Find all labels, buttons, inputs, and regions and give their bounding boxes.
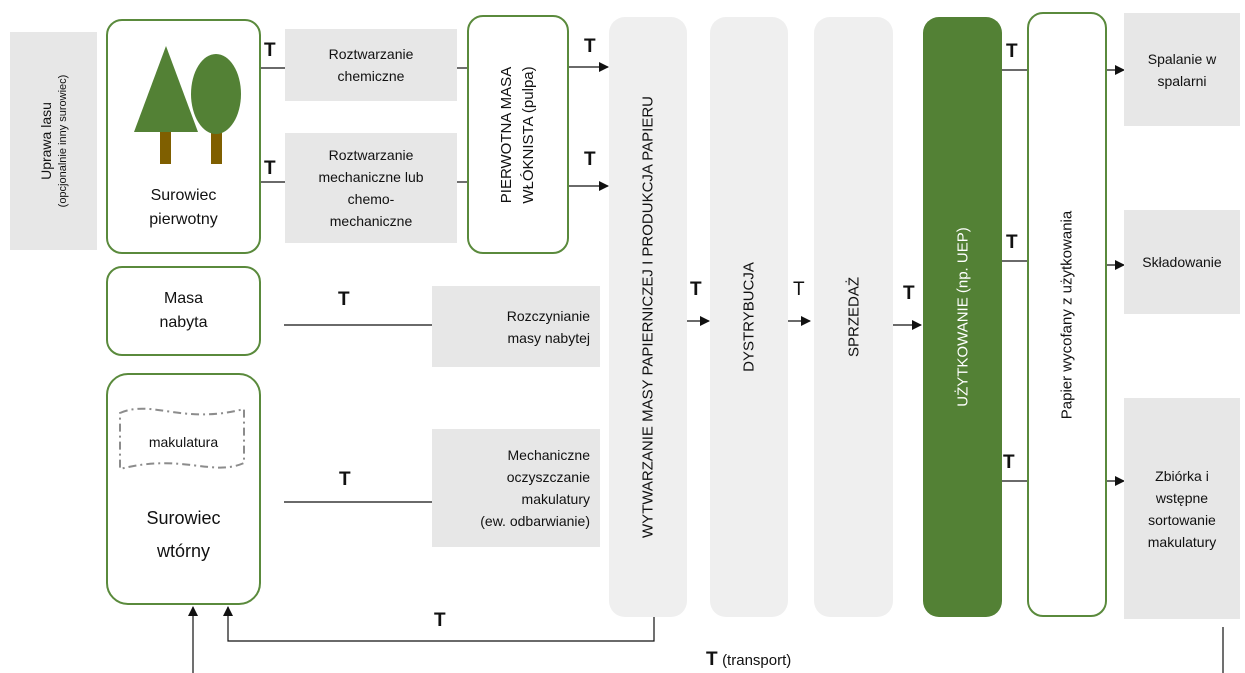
- production-label: WYTWARZANIE MASY PAPIERNICZEJ I PRODUKCJ…: [639, 95, 657, 539]
- virgin-pulp-box: PIERWOTNA MASA WŁÓKNISTA (pulpa): [467, 15, 569, 254]
- trees-icon: [134, 46, 241, 164]
- transport-marker: T: [1006, 41, 1018, 62]
- mechanical-pulping-box: Roztwarzanie mechaniczne lub chemo- mech…: [285, 133, 457, 243]
- secondary-material-box: makulatura Surowiec wtórny: [106, 373, 261, 605]
- transport-legend: T (transport): [706, 649, 791, 671]
- mechanical-pulping-line1: Roztwarzanie: [328, 147, 414, 163]
- secondary-material-line1: Surowiec: [146, 508, 221, 528]
- transport-marker: T: [1006, 232, 1018, 253]
- use-column: UŻYTKOWANIE (np. UEP): [923, 17, 1002, 617]
- forest-cultivation-label: Uprawa lasu: [37, 102, 54, 180]
- collection-line3: sortowanie: [1148, 511, 1216, 528]
- collection-line4: makulatury: [1147, 533, 1217, 550]
- chemical-pulping-line1: Roztwarzanie: [328, 46, 414, 62]
- dissolving-line2: masy nabytej: [507, 329, 590, 346]
- cleaning-line2: oczyszczanie: [506, 469, 590, 485]
- secondary-material-line2: wtórny: [156, 541, 210, 561]
- landfill-box: Składowanie: [1124, 210, 1240, 314]
- cleaning-line3: makulatury: [521, 491, 590, 507]
- landfill-line1: Składowanie: [1142, 254, 1222, 270]
- collection-line1: Zbiórka i: [1155, 467, 1209, 484]
- collection-line2: wstępne: [1155, 489, 1209, 506]
- incineration-line1: Spalanie w: [1147, 50, 1217, 67]
- primary-material-line2: pierwotny: [149, 211, 218, 228]
- return-loop-from-production: [223, 606, 655, 642]
- production-column: WYTWARZANIE MASY PAPIERNICZEJ I PRODUKCJ…: [609, 17, 687, 617]
- transport-marker: T: [434, 610, 446, 631]
- withdrawn-paper-column: Papier wycofany z użytkowania: [1027, 12, 1107, 617]
- sale-label: SPRZEDAŻ: [845, 276, 862, 358]
- transport-marker: T: [264, 40, 276, 61]
- sale-column: SPRZEDAŻ: [814, 17, 893, 617]
- cleaning-line4: (ew. odbarwianie): [480, 513, 590, 529]
- mechanical-pulping-line2: mechaniczne lub: [318, 169, 424, 185]
- transport-legend-marker: T: [706, 649, 718, 670]
- dissolving-box: Rozczynianie masy nabytej: [432, 286, 600, 367]
- transport-legend-text: (transport): [722, 652, 792, 669]
- forest-cultivation-box: Uprawa lasu (opcjonalnie inny surowiec): [10, 32, 97, 250]
- purchased-pulp-line1: Masa: [163, 290, 204, 307]
- mechanical-pulping-line3: chemo-: [347, 191, 395, 207]
- transport-marker: T: [793, 279, 805, 300]
- transport-marker: T: [264, 158, 276, 179]
- incineration-line2: spalarni: [1157, 72, 1207, 89]
- withdrawn-paper-label: Papier wycofany z użytkowania: [1058, 210, 1076, 419]
- virgin-pulp-line2: WŁÓKNISTA (pulpa): [520, 65, 537, 204]
- dissolving-line1: Rozczynianie: [506, 307, 590, 324]
- distribution-label: DYSTRYBUCJA: [740, 262, 758, 372]
- collection-box: Zbiórka i wstępne sortowanie makulatury: [1124, 398, 1240, 619]
- transport-marker: T: [339, 469, 351, 490]
- cleaning-line1: Mechaniczne: [507, 447, 591, 463]
- primary-material-box: Surowiec pierwotny: [106, 19, 261, 254]
- chemical-pulping-line2: chemiczne: [337, 68, 405, 84]
- virgin-pulp-line1: PIERWOTNA MASA: [498, 66, 515, 203]
- transport-marker: T: [584, 36, 596, 57]
- mechanical-pulping-line4: mechaniczne: [329, 213, 413, 229]
- transport-marker: T: [690, 279, 702, 300]
- distribution-column: DYSTRYBUCJA: [710, 17, 788, 617]
- use-label: UŻYTKOWANIE (np. UEP): [954, 227, 971, 407]
- transport-marker: T: [903, 283, 915, 304]
- wastepaper-label: makulatura: [148, 434, 219, 450]
- cleaning-box: Mechaniczne oczyszczanie makulatury (ew.…: [432, 429, 600, 547]
- chemical-pulping-box: Roztwarzanie chemiczne: [285, 29, 457, 101]
- purchased-pulp-box: Masa nabyta: [106, 266, 261, 356]
- forest-cultivation-note: (opcjonalnie inny surowiec): [56, 74, 69, 208]
- purchased-pulp-line2: nabyta: [159, 314, 208, 331]
- transport-marker: T: [1003, 452, 1015, 473]
- transport-marker: T: [584, 149, 596, 170]
- incineration-box: Spalanie w spalarni: [1124, 13, 1240, 126]
- transport-marker: T: [338, 289, 350, 310]
- primary-material-line1: Surowiec: [150, 187, 217, 204]
